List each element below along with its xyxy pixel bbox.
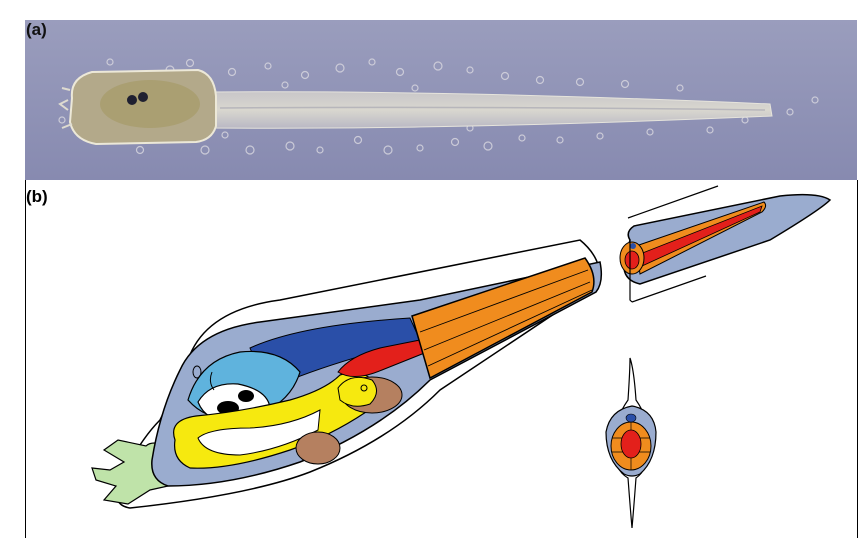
cross-section-neural — [630, 243, 636, 249]
panel-label-b: (b) — [26, 188, 48, 205]
schematic-panel — [92, 186, 830, 528]
panel-label-a: (a) — [26, 21, 47, 38]
ocellus-pigment — [127, 95, 137, 105]
gut-anterior — [338, 377, 377, 406]
otolith-pigment — [138, 92, 148, 102]
frame-right-border — [857, 180, 858, 538]
large-larva-diagram — [92, 240, 601, 508]
cross-section-notochord — [625, 251, 639, 269]
micrograph-panel — [25, 20, 857, 180]
trunk-interior — [100, 80, 200, 128]
transverse-section-diagram — [606, 358, 656, 528]
tail-section-diagram — [620, 186, 830, 302]
transverse-notochord — [621, 430, 641, 458]
frame-left-border — [25, 180, 26, 538]
ocellus — [238, 390, 254, 402]
mesenchyme-lower — [296, 432, 340, 464]
transverse-neural-tube — [626, 414, 636, 422]
